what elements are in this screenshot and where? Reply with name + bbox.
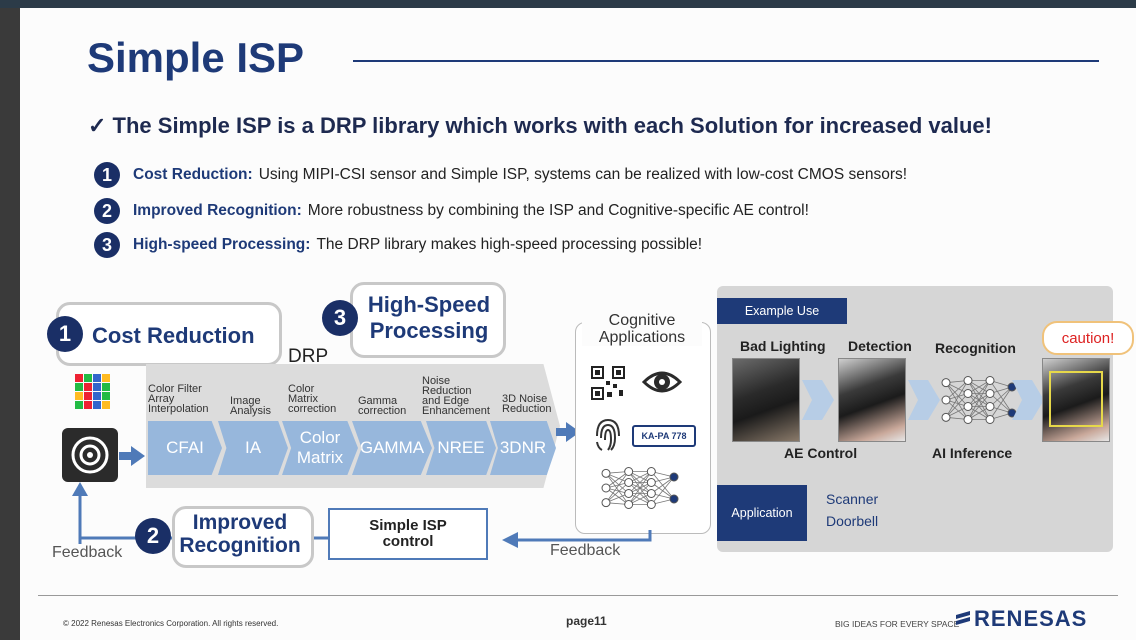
step-desc-nree: Noise Reduction and Edge Enhancement [422, 375, 490, 417]
qr-code-icon [591, 366, 625, 400]
step-desc-color-matrix: Color Matrix correction [288, 383, 337, 415]
point-label: Improved Recognition: [133, 202, 302, 219]
number-badge: 2 [94, 198, 120, 224]
title-rule [353, 60, 1099, 62]
point-text: More robustness by combining the ISP and… [307, 202, 809, 219]
callout-improved-recognition [172, 506, 314, 568]
number-badge: 3 [94, 232, 120, 258]
copyright-text: © 2022 Renesas Electronics Corporation. … [63, 619, 279, 628]
slide: Simple ISP ✓ The Simple ISP is a DRP lib… [20, 8, 1136, 640]
example-use-header: Example Use [717, 298, 847, 324]
eye-icon [642, 371, 682, 393]
callout-number: 3 [322, 300, 358, 336]
drp-pipeline-band [146, 364, 560, 488]
arrow-right-icon [556, 422, 580, 442]
footer-rule [38, 595, 1118, 596]
feedback-label-right: Feedback [550, 542, 621, 559]
point-text: Using MIPI-CSI sensor and Simple ISP, sy… [258, 166, 908, 183]
detection-photo [838, 358, 906, 442]
number-badge: 1 [94, 162, 120, 188]
step-desc-3dnr: 3D Noise Reduction [502, 393, 552, 415]
neural-network-icon [941, 376, 1017, 424]
application-label: Application [717, 485, 807, 541]
lens-icon [71, 436, 109, 474]
step-ia: IA [218, 421, 288, 475]
tagline: BIG IDEAS FOR EVERY SPACE [835, 619, 960, 629]
point-text: The DRP library makes high-speed process… [316, 236, 703, 253]
step-3dnr: 3DNR [490, 421, 556, 475]
ai-inference-label: AI Inference [932, 445, 1013, 461]
recognition-photo [1042, 358, 1110, 442]
point-high-speed: 3 High-speed Processing: The DRP library… [94, 232, 702, 258]
drp-label: DRP [288, 346, 329, 367]
arrow-right-icon [908, 380, 940, 420]
stage-detection: Detection [848, 338, 912, 354]
caution-bubble: caution! [1042, 321, 1134, 355]
point-improved-recognition: 2 Improved Recognition: More robustness … [94, 198, 809, 224]
simple-isp-control-box: Simple ISP control [328, 508, 488, 560]
slide-subtitle: ✓ The Simple ISP is a DRP library which … [88, 113, 992, 138]
step-cfai: CFAI [148, 421, 222, 475]
arrow-right-icon [1012, 380, 1044, 420]
renesas-logo: RENESAS [974, 606, 1088, 631]
callout-line: Processing [369, 318, 489, 343]
color-filter-icon [75, 374, 110, 409]
point-cost-reduction: 1 Cost Reduction: Using MIPI-CSI sensor … [94, 162, 907, 188]
application-doorbell: Doorbell [826, 513, 879, 529]
renesas-logo-mark [956, 611, 970, 625]
fingerprint-icon [596, 418, 620, 451]
step-desc-cfai: Color Filter Array Interpolation [148, 383, 209, 415]
cognitive-title: Cognitive Applications [582, 312, 702, 346]
callout-label: High-Speed Processing [365, 292, 493, 344]
slide-title: Simple ISP [87, 34, 305, 81]
stage-recognition: Recognition [935, 340, 1016, 356]
callout-line: Recognition [179, 534, 301, 557]
detection-box [1049, 371, 1103, 427]
step-nree: NREE [426, 421, 496, 475]
callout-line: High-Speed [367, 292, 491, 317]
page-number: page11 [566, 614, 607, 628]
left-frame [0, 8, 20, 640]
bad-lighting-photo [732, 358, 800, 442]
callout-label: Improved Recognition [172, 511, 308, 557]
step-desc-ia: Image Analysis [230, 395, 271, 417]
callout-label: Cost Reduction [92, 323, 255, 348]
step-desc-gamma: Gamma correction [358, 395, 407, 417]
feedback-label-left: Feedback [52, 544, 123, 561]
application-scanner: Scanner [826, 491, 879, 507]
stage-bad-lighting: Bad Lighting [740, 338, 826, 354]
point-label: Cost Reduction: [133, 166, 253, 183]
callout-number: 1 [47, 316, 83, 352]
arrow-right-icon [119, 446, 145, 466]
camera-sensor-icon [62, 428, 118, 482]
arrow-right-icon [802, 380, 834, 420]
step-gamma: GAMMA [352, 421, 432, 475]
step-color-matrix: Color Matrix [282, 421, 358, 475]
ae-control-label: AE Control [784, 445, 858, 461]
point-label: High-speed Processing: [133, 236, 311, 253]
license-plate-icon: KA-PA 778 [632, 425, 696, 447]
neural-network-icon [601, 467, 679, 509]
window-top-bar [0, 0, 1136, 8]
callout-number: 2 [135, 518, 171, 554]
callout-line: Improved [192, 511, 288, 534]
